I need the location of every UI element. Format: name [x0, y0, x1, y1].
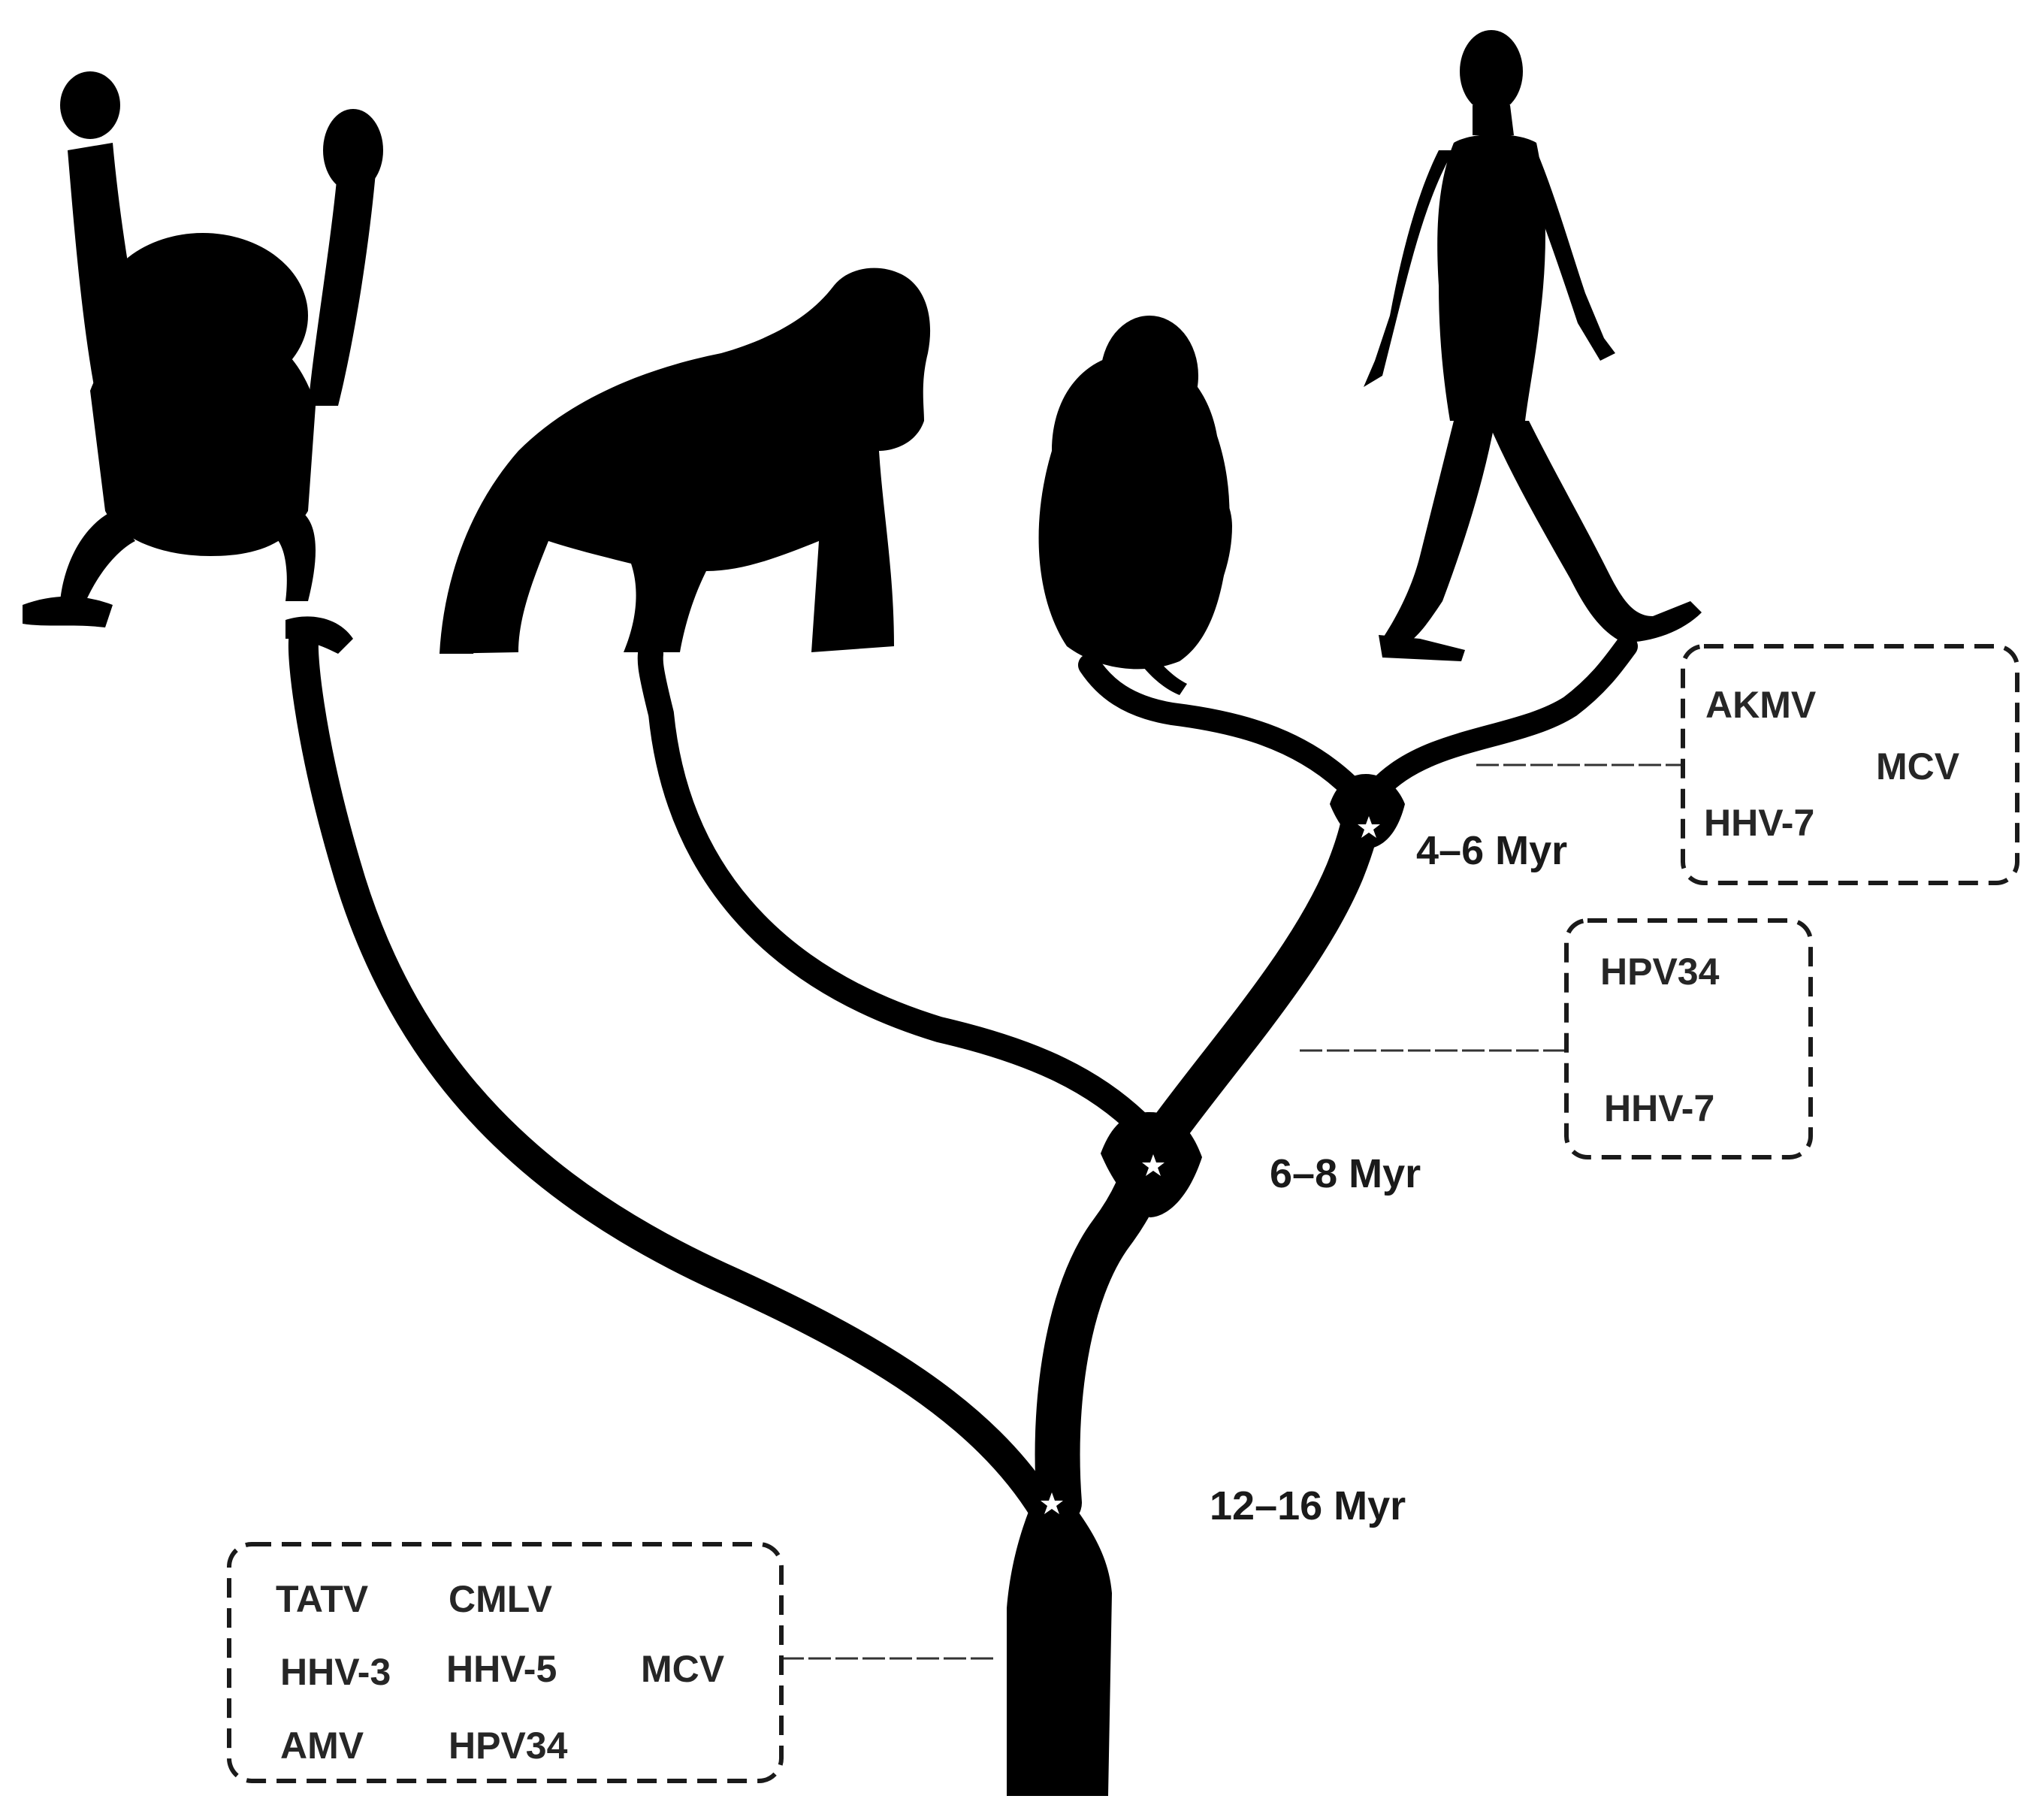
root-node-star: [1041, 1492, 1063, 1514]
tree-trunk: [1007, 1492, 1112, 1796]
chimp-human-virus-label: HHV-7: [1704, 802, 1814, 844]
branch-gorilla: [637, 641, 1155, 1140]
chimp-human-split-star: [1358, 816, 1380, 838]
root-virus-box: TATV CMLV HHV-3 HHV-5 MCV AMV HPV34: [227, 1542, 784, 1783]
gorilla-virus-label: HHV-7: [1604, 1087, 1714, 1129]
gorilla-split-virus-box: HPV34 HHV-7: [1564, 918, 1813, 1159]
gorilla-split-star: [1142, 1154, 1165, 1176]
root-virus-label: CMLV: [449, 1578, 553, 1620]
root-virus-label: AMV: [280, 1725, 364, 1767]
gorilla-split-age-label: 6–8 Myr: [1270, 1151, 1421, 1196]
branch-gorilla-split-to-chimp-human: [1145, 777, 1383, 1154]
branch-root-to-gorilla-split: [1035, 1135, 1172, 1525]
root-virus-label: HPV34: [449, 1725, 568, 1767]
chimp-human-virus-label: MCV: [1876, 745, 1960, 788]
root-virus-label: HHV-5: [446, 1648, 557, 1690]
gorilla-box-frame: [1564, 918, 1813, 1159]
branch-orangutan: [288, 620, 1059, 1525]
root-virus-label: MCV: [641, 1648, 725, 1690]
chimp-human-box-frame: [1681, 644, 2019, 885]
human-icon: [1364, 30, 1702, 661]
chimp-human-virus-label: AKMV: [1705, 684, 1817, 726]
gorilla-virus-label: HPV34: [1600, 951, 1720, 993]
gorilla-icon: [440, 268, 931, 654]
root-virus-label: HHV-3: [280, 1651, 391, 1693]
root-virus-label: TATV: [276, 1578, 369, 1620]
chimpanzee-icon: [1038, 316, 1232, 695]
phylogenetic-tree: [288, 620, 1638, 1796]
chimp-human-virus-box: AKMV MCV HHV-7: [1681, 644, 2019, 885]
root-box-frame: [227, 1542, 784, 1783]
root-age-label: 12–16 Myr: [1210, 1483, 1406, 1528]
branch-chimpanzee: [1078, 654, 1364, 800]
chimp-human-split-age-label: 4–6 Myr: [1416, 828, 1567, 873]
orangutan-icon: [23, 71, 383, 654]
branch-human: [1367, 635, 1638, 800]
